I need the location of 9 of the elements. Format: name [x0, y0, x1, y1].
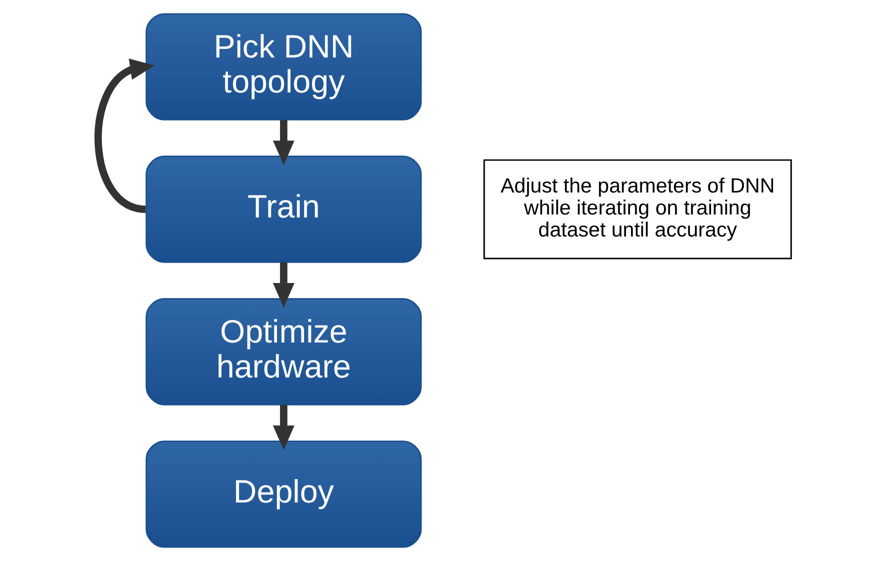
arrow [94, 58, 155, 213]
arrow [272, 120, 294, 166]
node-box: Adjust the parameters of DNN while iterating on training dataset until accuracy [483, 159, 792, 260]
node-box: Train [146, 156, 422, 263]
arrow [272, 404, 294, 450]
arrow [272, 262, 294, 308]
node-box: Optimize hardware [146, 298, 422, 406]
node-box: Deploy [146, 440, 422, 548]
node-box: Pick DNN topology [146, 13, 422, 120]
